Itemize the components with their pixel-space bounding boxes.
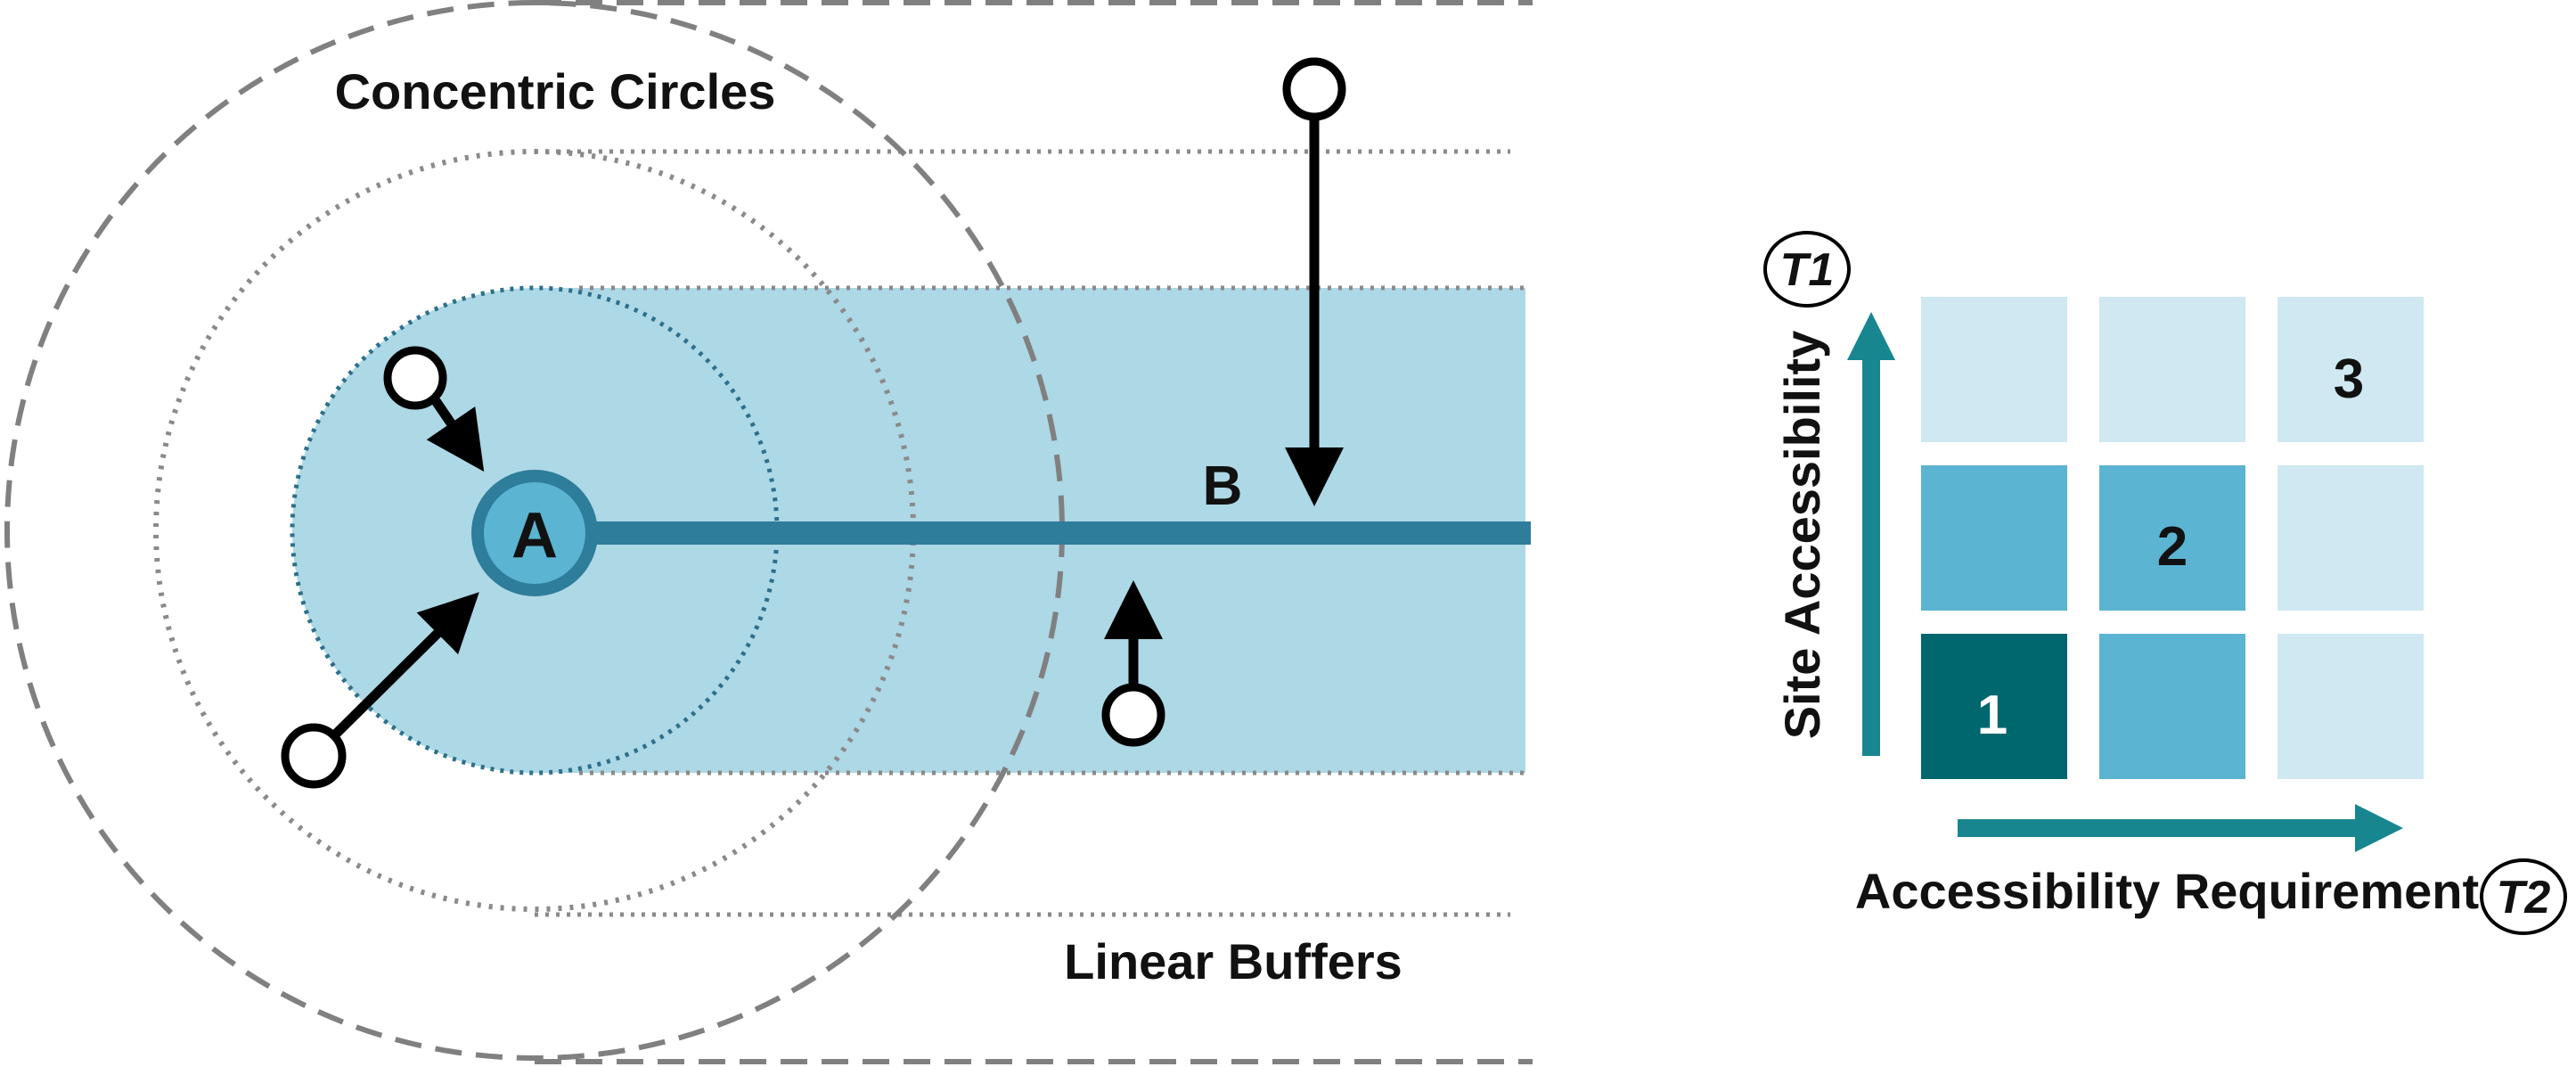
matrix-cell-r2c3 (2278, 465, 2424, 611)
matrix-cell-r3c1 (1921, 634, 2067, 779)
concentric-circles-title: Concentric Circles (335, 63, 776, 119)
origin-point-bottom-left (281, 723, 347, 789)
t1-badge (1763, 231, 1851, 308)
origin-point-top-left (383, 346, 447, 410)
t2-badge (2480, 858, 2567, 935)
matrix-cell-1-label: 1 (1977, 685, 2008, 746)
linear-buffers-title: Linear Buffers (1064, 933, 1402, 989)
y-axis-arrowhead (1847, 312, 1895, 360)
arrow-bottom-left (310, 592, 479, 759)
x-axis-arrowhead (2355, 804, 2403, 852)
matrix-cell-r1c2 (2099, 297, 2245, 442)
origin-point-bottom-middle (1101, 683, 1165, 747)
matrix-cell-r1c3 (2278, 297, 2424, 442)
node-b-label: B (1203, 456, 1243, 517)
y-axis-label: Site Accessibility (1774, 331, 1830, 740)
matrix-cell-3-label: 3 (2334, 349, 2364, 410)
matrix-cell-r3c2 (2099, 634, 2245, 779)
matrix-cell-r1c1 (1921, 297, 2067, 442)
t1-label: T1 (1780, 244, 1835, 296)
node-a-label: A (511, 500, 558, 571)
matrix-cell-r3c3 (2278, 634, 2424, 779)
matrix-cell-2-label: 2 (2157, 516, 2188, 578)
origin-point-top-right (1282, 57, 1346, 121)
x-axis-label: Accessibility Requirement (1855, 863, 2479, 919)
node-a (471, 470, 598, 596)
matrix-cell-r2c1 (1921, 465, 2067, 611)
t2-label: T2 (2497, 872, 2551, 923)
matrix-cell-r2c2 (2099, 465, 2245, 611)
